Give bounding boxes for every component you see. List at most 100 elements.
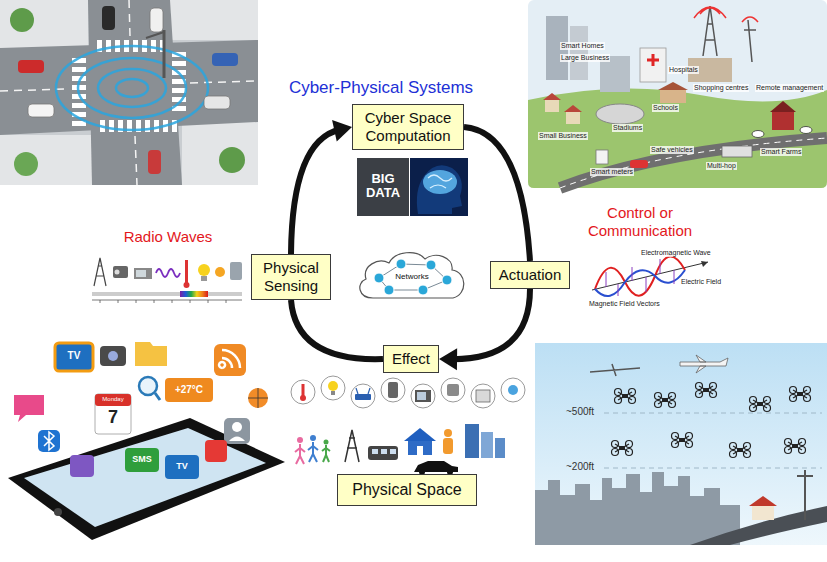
big-data-image (357, 158, 468, 216)
physical-objects-icons (351, 384, 375, 408)
intersection-illustration (116, 79, 148, 97)
app-icon-text: 7 (108, 408, 118, 428)
smart-city-illustration (528, 89, 827, 188)
physical-objects-icons (381, 378, 405, 402)
drone-airspace-illustration (535, 472, 740, 545)
drone-airspace-illustration (612, 441, 633, 456)
smart-city-illustration (630, 160, 648, 168)
app-icon-text: +27°C (175, 384, 203, 396)
city-label: Smart Homes (560, 42, 605, 50)
spectrum-illustration (230, 262, 242, 280)
router-symbol (426, 260, 436, 270)
physical-objects-icons (441, 378, 465, 402)
intersection-illustration (72, 103, 86, 108)
smartphone-illustration (219, 350, 240, 368)
drone-airspace-illustration (696, 383, 717, 398)
em-wave-illustration (701, 261, 708, 267)
intersection-illustration (219, 147, 245, 173)
smart-city-illustration (660, 90, 686, 103)
router-symbol (396, 259, 406, 269)
physical-objects-icons (322, 445, 330, 462)
intersection-illustration (88, 0, 182, 185)
intersection-illustration (204, 96, 230, 109)
smartphone-illustration (165, 378, 213, 402)
em-wave-illustration (592, 256, 708, 296)
smart-city-illustration (640, 48, 666, 82)
process-box: Cyber Space Computation (352, 104, 464, 150)
drone-airspace-illustration (785, 439, 806, 454)
smartphone-illustration (14, 395, 44, 422)
smartphone-illustration (248, 388, 268, 408)
city-label: Stadiums (612, 124, 643, 132)
physical-objects-icons (415, 390, 431, 402)
smartphone-illustration (44, 432, 54, 450)
physical-objects-icons (381, 449, 387, 454)
cycle-arrow (291, 300, 383, 359)
drone-airspace-illustration (615, 389, 636, 404)
spectrum-illustration (180, 291, 208, 297)
app-icon-text: Monday (102, 396, 123, 403)
arrow-head (332, 120, 352, 142)
city-label: Small Business (538, 132, 588, 140)
smartphone-illustration (248, 388, 268, 408)
section-heading: Radio Waves (124, 228, 213, 246)
drone-airspace-illustration (672, 433, 693, 448)
process-box: Actuation (490, 261, 571, 289)
router-symbol (384, 285, 394, 295)
process-box: Effect (383, 345, 439, 373)
physical-objects-icons (447, 384, 459, 396)
smartphone-illustration (205, 440, 227, 462)
physical-objects-icons (368, 388, 370, 394)
smartphone-illustration (95, 394, 131, 434)
physical-objects-icons (302, 384, 305, 396)
physical-objects-icons (295, 435, 330, 464)
smartphone-illustration (224, 418, 250, 444)
app-icon-text: TV (176, 461, 188, 472)
smartphone-illustration (38, 430, 60, 452)
router-symbol (418, 285, 428, 295)
intersection-illustration (0, 135, 92, 185)
physical-objects-icons (388, 382, 398, 398)
smart-city-illustration (528, 0, 827, 188)
spectrum-illustration (215, 267, 225, 277)
intersection-illustration (150, 8, 163, 32)
city-label: Smart Farms (760, 148, 802, 156)
cycle-arrow (464, 127, 530, 261)
intersection-illustration (18, 60, 44, 73)
wave-label: Magnetic Field Vectors (588, 300, 661, 308)
drone-airspace-illustration (750, 397, 771, 412)
smartphone-illustration (155, 393, 160, 400)
cycle-arrow (291, 300, 383, 359)
cycle-arrow (464, 127, 530, 261)
spectrum-illustration (100, 300, 226, 303)
smart-city-illustration (596, 104, 644, 124)
city-label: Safe vehicles (650, 146, 694, 154)
smart-city-illustration (658, 82, 688, 90)
intersection-illustration (170, 0, 258, 40)
cycle-arrow (451, 289, 530, 359)
physical-objects-icons (508, 385, 518, 395)
physical-objects-icons (372, 449, 378, 454)
smart-city-illustration (528, 0, 827, 188)
physical-objects-icons (471, 384, 495, 408)
physical-objects-icons (495, 438, 505, 458)
smart-city-illustration (800, 127, 812, 134)
altitude-label: ~200ft (566, 461, 594, 473)
smart-city-illustration (742, 17, 758, 22)
process-box: Physical Space (337, 474, 476, 505)
smart-city-illustration (770, 101, 796, 112)
drone-airspace-illustration (590, 364, 640, 376)
drone-airspace-illustration (535, 343, 827, 545)
drone-airspace-illustration (680, 355, 728, 373)
physical-objects-icons (328, 381, 338, 391)
smart-city-illustration (543, 93, 561, 100)
em-wave-illustration (606, 259, 674, 296)
intersection-illustration (148, 150, 161, 174)
spectrum-illustration (94, 258, 106, 286)
spectrum-illustration (134, 268, 152, 279)
physical-objects-icons (331, 391, 335, 395)
spectrum-illustration (184, 282, 190, 288)
physical-objects-icons (297, 437, 303, 443)
smartphone-illustration (8, 418, 285, 540)
